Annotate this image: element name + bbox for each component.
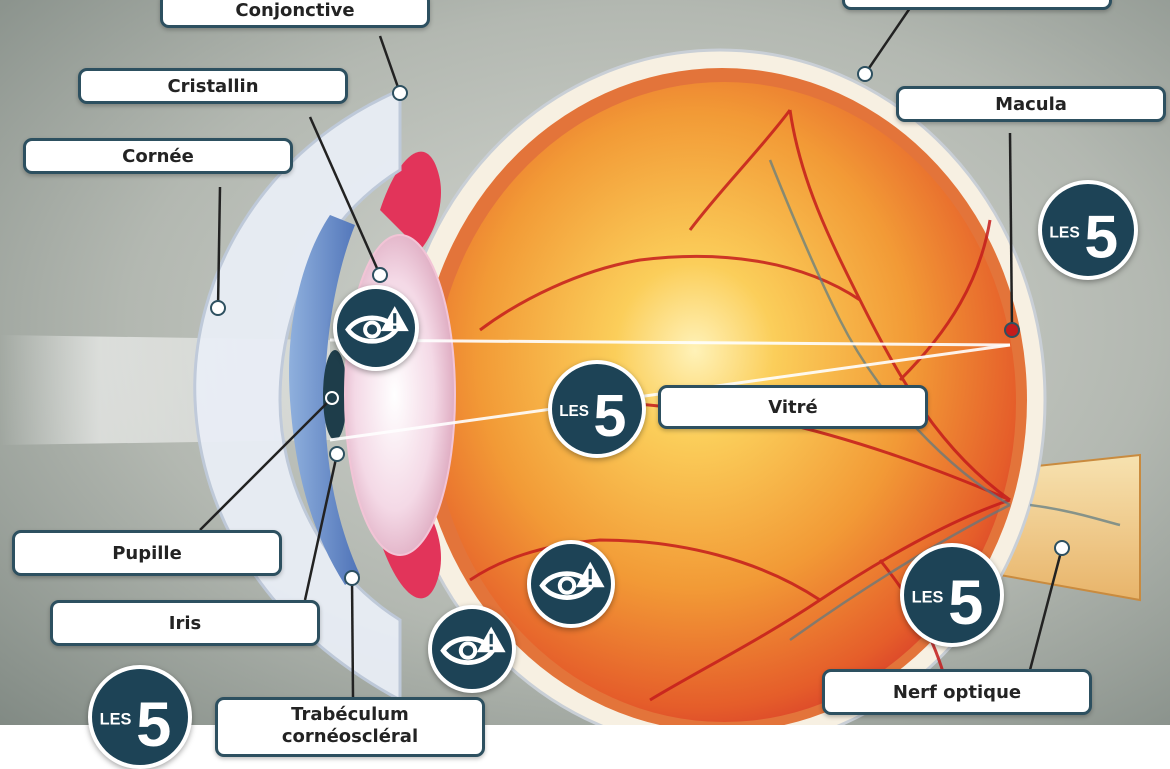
- label-vitre-text: Vitré: [768, 396, 818, 418]
- label-macula: Macula: [896, 86, 1166, 122]
- eye-warning-icon: [440, 626, 506, 665]
- lens: [344, 234, 456, 556]
- leader-lines: [199, 7, 1064, 698]
- les5-badge-bottom-right[interactable]: LES 5: [900, 543, 1004, 647]
- svg-text:LES: LES: [912, 589, 944, 607]
- label-trabeculum: Trabéculum cornéoscléral: [215, 697, 485, 757]
- label-top-right-cropped: [842, 0, 1112, 10]
- svg-text:5: 5: [593, 382, 626, 449]
- label-pupille: Pupille: [12, 530, 282, 576]
- label-conjonctive-text: Conjonctive: [235, 0, 355, 21]
- label-trabeculum-line1: Trabéculum: [291, 704, 409, 725]
- svg-text:LES: LES: [1049, 224, 1079, 241]
- svg-text:5: 5: [1084, 203, 1118, 271]
- label-cristallin: Cristallin: [78, 68, 348, 104]
- label-trabeculum-line2: cornéoscléral: [281, 726, 419, 747]
- eye-warning-badge-bottom[interactable]: [428, 605, 516, 693]
- eye-warning-icon: [345, 306, 409, 344]
- label-cornee-text: Cornée: [122, 145, 194, 167]
- macula-dot: [1004, 322, 1020, 338]
- label-conjonctive: Conjonctive: [160, 0, 430, 28]
- les5-logo-icon: LES 5: [100, 690, 172, 760]
- light-ray-upper: [329, 338, 1011, 347]
- label-pupille-text: Pupille: [112, 542, 182, 564]
- eye-warning-badge-lens[interactable]: [333, 285, 419, 371]
- label-cristallin-text: Cristallin: [167, 75, 259, 97]
- svg-text:LES: LES: [100, 711, 132, 729]
- svg-text:5: 5: [948, 568, 983, 638]
- label-iris: Iris: [50, 600, 320, 646]
- les5-logo-icon: LES 5: [912, 568, 984, 638]
- label-macula-text: Macula: [995, 93, 1067, 115]
- leader-dots: [210, 66, 1070, 586]
- label-nerf-optique: Nerf optique: [822, 669, 1092, 715]
- les5-logo-icon: LES 5: [559, 382, 626, 449]
- les5-badge-right[interactable]: LES 5: [1038, 180, 1138, 280]
- les5-badge-bottom-left[interactable]: LES 5: [88, 665, 192, 769]
- label-iris-text: Iris: [168, 612, 202, 634]
- label-nerf-optique-text: Nerf optique: [892, 681, 1022, 703]
- eye-warning-icon: [539, 561, 605, 600]
- eye-warning-badge-center[interactable]: [527, 540, 615, 628]
- pupil-dot: [325, 391, 339, 405]
- label-cornee: Cornée: [23, 138, 293, 174]
- retinal-veins: [768, 159, 1121, 642]
- svg-text:LES: LES: [559, 403, 589, 420]
- label-vitre: Vitré: [658, 385, 928, 429]
- les5-logo-icon: LES 5: [1049, 203, 1118, 271]
- les5-badge-center[interactable]: LES 5: [548, 360, 646, 458]
- ciliary-body-top: [380, 151, 441, 250]
